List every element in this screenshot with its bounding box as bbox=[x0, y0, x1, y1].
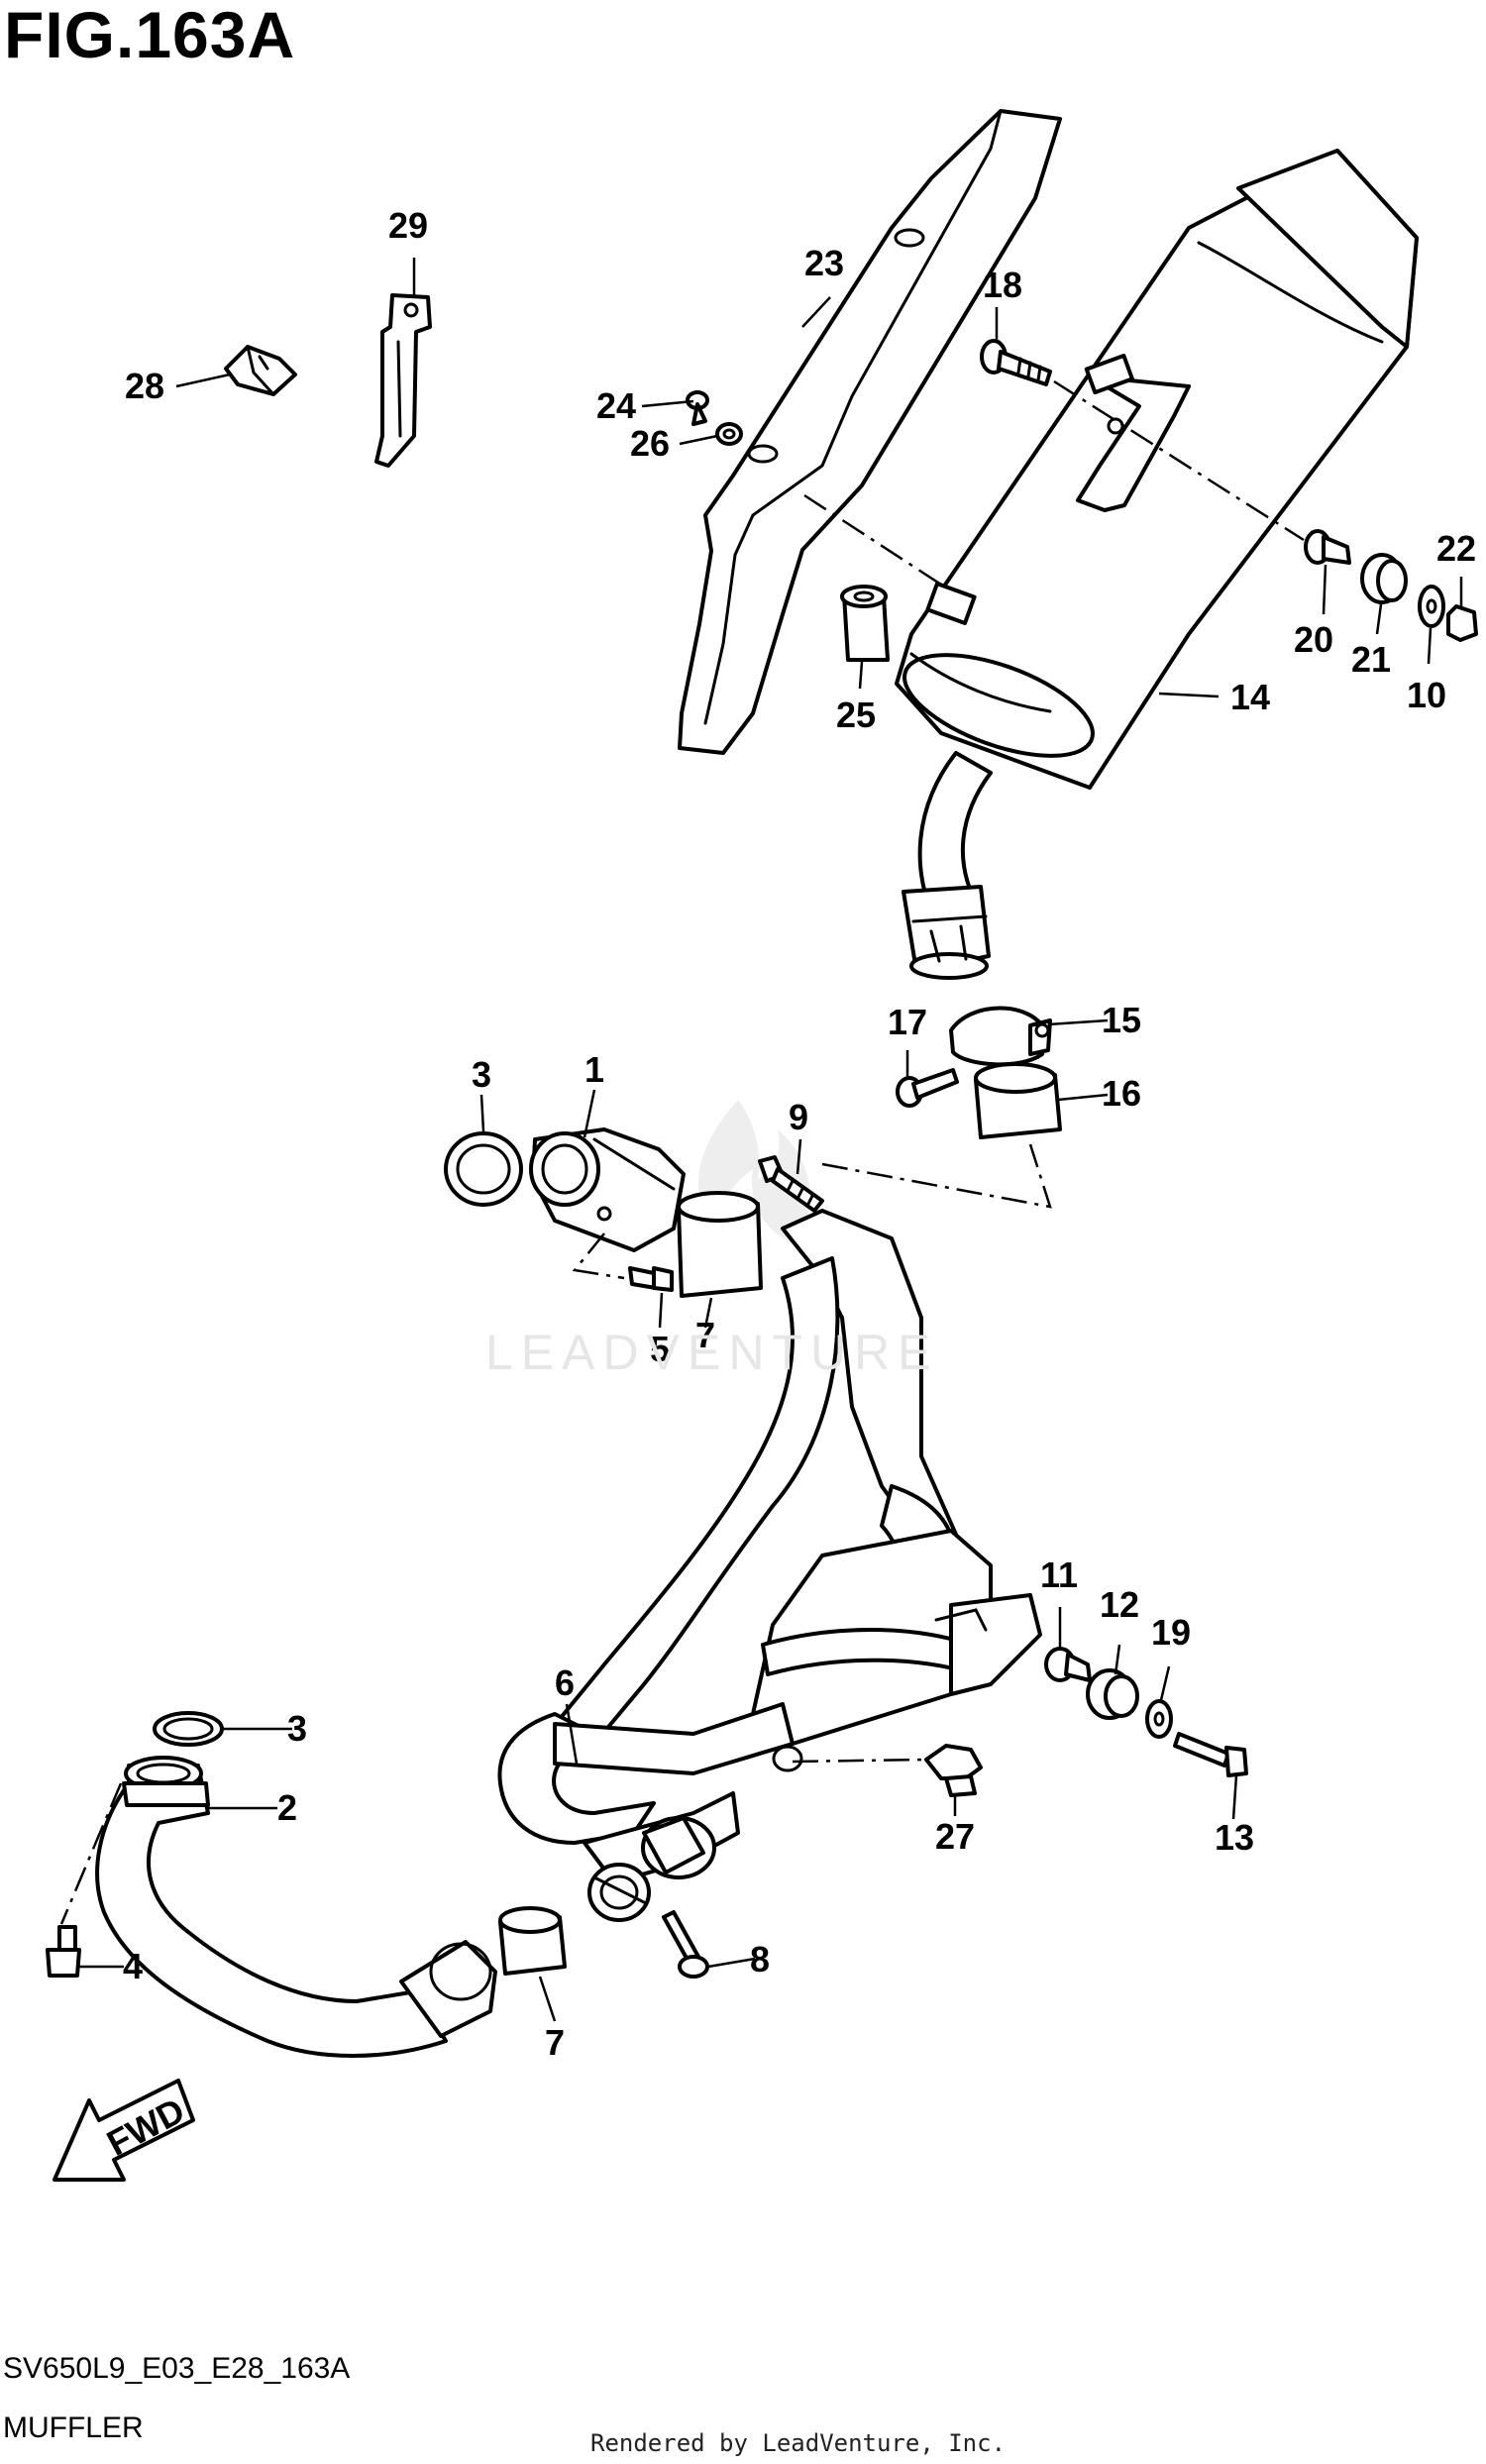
callout-27: 27 bbox=[935, 1816, 975, 1857]
callout-22: 22 bbox=[1436, 528, 1476, 569]
part-3-gasket-lower bbox=[153, 1711, 224, 1747]
model-code: SV650L9_E03_E28_163A bbox=[3, 2352, 351, 2385]
part-28-clamp bbox=[224, 345, 297, 396]
callout-23: 23 bbox=[804, 243, 844, 283]
watermark-text: LEADVENTURE bbox=[485, 1325, 939, 1380]
callout-labels: 1 2 3 3 4 5 6 7 7 8 9 10 11 12 13 14 15 … bbox=[123, 205, 1476, 2063]
part-19-washer bbox=[1145, 1699, 1173, 1739]
part-16-sleeve bbox=[974, 1062, 1062, 1139]
part-1-exhaust-pipe bbox=[529, 1127, 686, 1252]
callout-3-upper: 3 bbox=[472, 1054, 491, 1095]
callout-15: 15 bbox=[1102, 1000, 1141, 1040]
callout-26: 26 bbox=[630, 423, 670, 464]
callout-13: 13 bbox=[1215, 1817, 1254, 1858]
fwd-arrow-icon: FWD bbox=[53, 2079, 195, 2182]
part-12-cushion bbox=[1086, 1668, 1139, 1720]
callout-7-lower: 7 bbox=[545, 2022, 565, 2063]
callout-17: 17 bbox=[888, 1002, 927, 1042]
part-7-sleeve-lower bbox=[498, 1906, 567, 1976]
part-6-exhaust-assembly bbox=[497, 1209, 1042, 1922]
callout-16: 16 bbox=[1102, 1073, 1141, 1114]
callout-24: 24 bbox=[596, 385, 636, 426]
callout-14: 14 bbox=[1230, 677, 1270, 717]
callout-20: 20 bbox=[1294, 619, 1333, 660]
part-11-collar bbox=[1044, 1647, 1092, 1682]
figure-title: FIG.163A bbox=[4, 0, 296, 71]
callout-7-upper: 7 bbox=[695, 1315, 715, 1355]
part-7-sleeve-upper bbox=[677, 1191, 763, 1298]
callout-19: 19 bbox=[1151, 1612, 1191, 1653]
callout-5: 5 bbox=[650, 1329, 670, 1369]
part-2-front-pipe bbox=[95, 1756, 497, 2058]
callout-2: 2 bbox=[277, 1787, 297, 1828]
render-credit: Rendered by LeadVenture, Inc. bbox=[590, 2429, 1007, 2457]
part-13-bolt bbox=[1173, 1732, 1248, 1777]
part-22-nut bbox=[1446, 604, 1478, 642]
callout-1: 1 bbox=[584, 1049, 604, 1090]
part-5-bolt bbox=[628, 1266, 674, 1292]
part-24-screw bbox=[686, 390, 709, 426]
part-29-hanger-bracket bbox=[374, 293, 432, 468]
watermark-flame-icon bbox=[697, 1100, 810, 1243]
part-14-muffler bbox=[895, 149, 1419, 980]
callout-25: 25 bbox=[836, 695, 876, 735]
callout-10: 10 bbox=[1407, 675, 1446, 715]
callout-3-lower: 3 bbox=[287, 1708, 307, 1749]
assembly-guide-lines bbox=[59, 379, 1305, 1925]
callout-28: 28 bbox=[125, 366, 164, 406]
part-3-gasket-upper bbox=[444, 1131, 523, 1207]
part-27-sensor bbox=[924, 1744, 983, 1797]
callout-12: 12 bbox=[1100, 1584, 1139, 1625]
callout-9: 9 bbox=[789, 1097, 808, 1137]
part-17-bolt bbox=[896, 1068, 959, 1108]
callout-29: 29 bbox=[388, 205, 428, 246]
leader-lines bbox=[79, 258, 1463, 2022]
part-23-heat-shield bbox=[678, 109, 1062, 755]
callout-21: 21 bbox=[1351, 639, 1391, 680]
part-21-cushion bbox=[1360, 553, 1408, 604]
part-25-grommet bbox=[840, 585, 890, 662]
part-8-bolt bbox=[662, 1910, 709, 1979]
part-4-bolt bbox=[46, 1925, 81, 1978]
part-18-bolt bbox=[980, 339, 1052, 386]
callout-8: 8 bbox=[750, 1939, 770, 1980]
callout-6: 6 bbox=[555, 1662, 575, 1703]
callout-11: 11 bbox=[1040, 1554, 1078, 1595]
part-20-collar bbox=[1304, 529, 1351, 565]
callout-4: 4 bbox=[123, 1946, 143, 1986]
callout-18: 18 bbox=[983, 265, 1022, 305]
part-9-bolt bbox=[758, 1155, 824, 1213]
section-name: MUFFLER bbox=[3, 2411, 144, 2444]
part-26-washer bbox=[715, 422, 743, 446]
part-15-clamp bbox=[949, 1006, 1052, 1067]
part-10-washer bbox=[1418, 585, 1445, 628]
